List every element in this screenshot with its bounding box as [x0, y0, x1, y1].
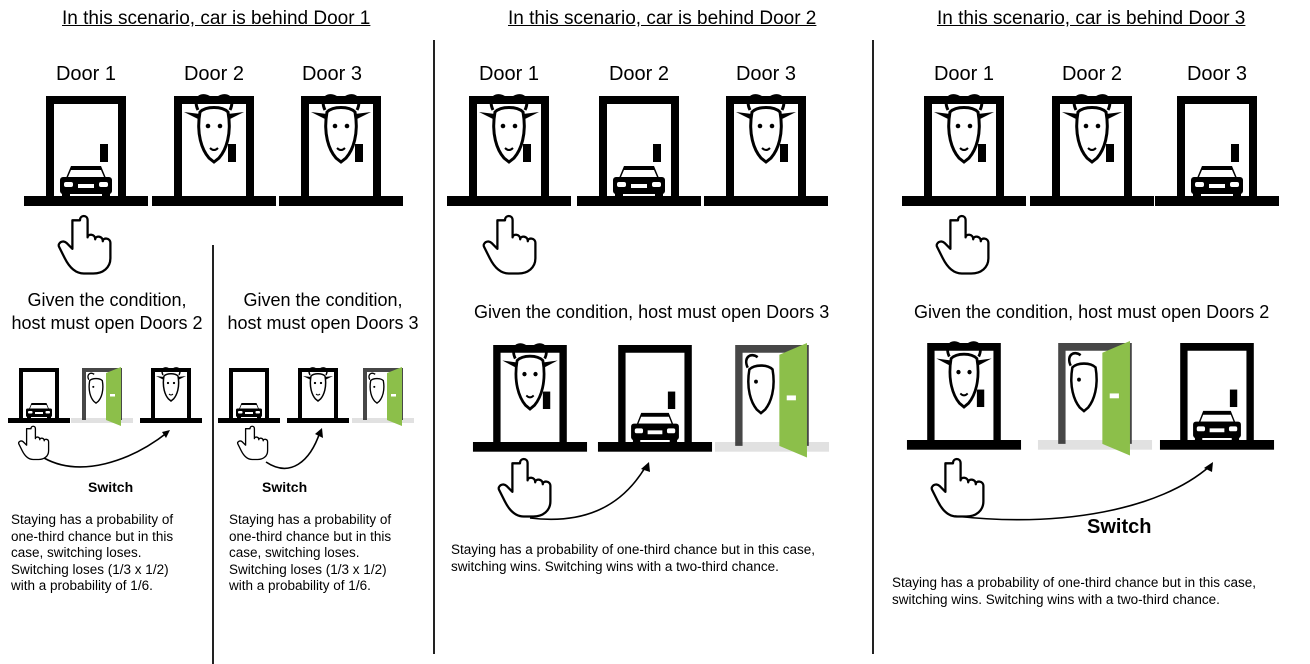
s2-condition: Given the condition, host must open Door… [474, 302, 830, 322]
s1a-door-2-open [70, 366, 134, 427]
s1a-switch-arrow [43, 431, 169, 468]
s1b-note: Staying has a probability of one-third c… [229, 512, 392, 593]
s3-door-3 [1155, 96, 1279, 206]
s3-note: Staying has a probability of one-third c… [892, 575, 1256, 607]
s1a-door-1 [8, 368, 70, 423]
s1-door-3 [279, 94, 403, 206]
s2-door-3-label: Door 3 [735, 63, 797, 85]
s2-pointing-hand-icon [482, 214, 537, 275]
s3-door-2-label: Door 2 [1061, 63, 1123, 85]
s1-door-3-label: Door 3 [301, 63, 363, 85]
s1-title: In this scenario, car is behind Door 1 [62, 8, 371, 29]
s3-door-1 [902, 94, 1026, 206]
s2-door-2 [577, 96, 701, 206]
s2-sub-pointing-hand-icon [497, 457, 552, 518]
s3-title: In this scenario, car is behind Door 3 [937, 8, 1246, 29]
s2-switch-arrow [529, 465, 647, 521]
s1b-door-3-open [351, 366, 415, 427]
s1-door-2 [152, 94, 276, 206]
s1-pointing-hand-icon [57, 214, 112, 275]
s2-door-3 [704, 94, 828, 206]
s1a-door-3 [140, 367, 202, 423]
s3-sub-pointing-hand-icon [930, 457, 985, 518]
s2-note: Staying has a probability of one-third c… [451, 542, 815, 574]
s2-title: In this scenario, car is behind Door 2 [508, 8, 817, 29]
s3-pointing-hand-icon [935, 214, 990, 275]
s2-sub-door-3-open [713, 341, 831, 459]
s1b-door-2 [287, 367, 349, 423]
s3-sub-door-3 [1159, 343, 1275, 450]
s3-door-2 [1030, 94, 1154, 206]
s1a-switch-label: Switch [88, 479, 134, 495]
s1b-switch-arrow [265, 431, 321, 470]
s2-door-1 [447, 94, 571, 206]
s1-door-1 [24, 96, 148, 206]
s1-door-1-label: Door 1 [55, 63, 117, 85]
s2-door-2-label: Door 2 [608, 63, 670, 85]
s1b-condition: Given the condition, host must open Door… [227, 290, 419, 333]
divider-s2-s3 [872, 40, 874, 654]
s1b-pointing-hand-icon [237, 425, 269, 461]
s3-door-3-label: Door 3 [1186, 63, 1248, 85]
s3-condition: Given the condition, host must open Door… [914, 302, 1270, 322]
s3-door-1-label: Door 1 [933, 63, 995, 85]
divider-s1-subcases [212, 245, 214, 664]
s2-sub-door-1 [472, 343, 588, 452]
s2-door-1-label: Door 1 [478, 63, 540, 85]
s3-sub-door-2-open [1036, 339, 1154, 457]
s3-switch-arrow [954, 465, 1211, 521]
divider-s1-s2 [433, 40, 435, 654]
s2-sub-door-2 [597, 345, 713, 452]
s3-switch-label: Switch [1087, 516, 1152, 538]
s3-sub-door-1 [906, 341, 1022, 450]
s1-door-2-label: Door 2 [183, 63, 245, 85]
s1b-switch-label: Switch [262, 479, 308, 495]
s1a-note: Staying has a probability of one-third c… [11, 512, 174, 593]
s1a-pointing-hand-icon [18, 425, 50, 461]
s1b-door-1 [218, 368, 280, 423]
s1a-condition: Given the condition, host must open Door… [11, 290, 203, 333]
